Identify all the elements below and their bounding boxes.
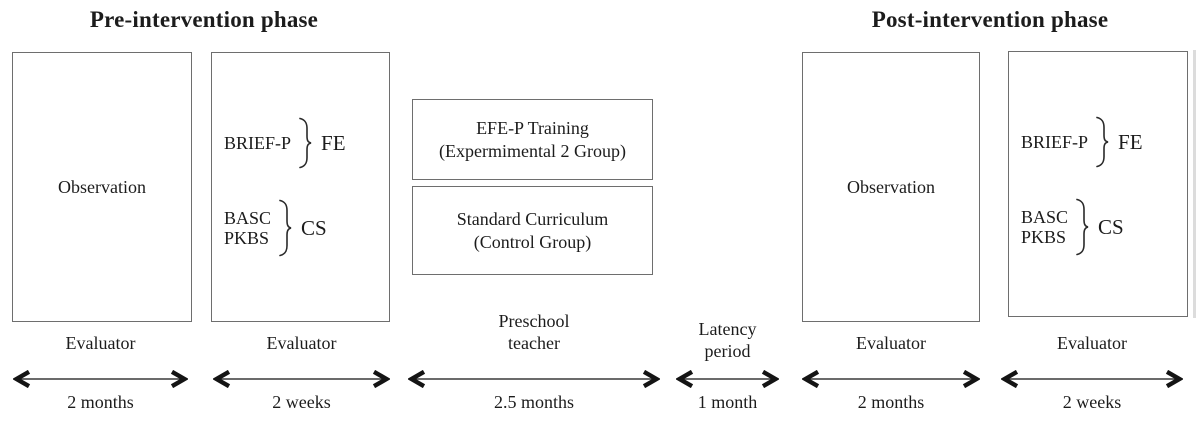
pre-fe-measure-group: BRIEF-P FE <box>224 117 346 169</box>
post-observation-box: Observation <box>802 52 980 322</box>
pre-basc-pkbs-labels: BASC PKBS <box>224 208 271 248</box>
actor-label: Evaluator <box>856 333 926 353</box>
timeline-segment-pre-observation: Evaluator 2 months <box>13 302 188 428</box>
actor-label: Preschool teacher <box>408 310 660 354</box>
page-edge-artifact <box>1193 50 1196 318</box>
post-pkbs-label: PKBS <box>1021 227 1067 247</box>
duration-label: 1 month <box>697 392 758 412</box>
post-basc-label: BASC <box>1021 207 1069 227</box>
pre-observation-label: Observation <box>58 176 146 197</box>
duration-label: 2 months <box>857 392 925 412</box>
training-line1: EFE-P Training <box>476 117 589 138</box>
actor-line2: teacher <box>508 333 560 353</box>
pre-cs-label: CS <box>301 215 327 240</box>
post-cs-measure-group: BASC PKBS CS <box>1021 198 1124 256</box>
post-observation-label: Observation <box>847 176 935 197</box>
timeline-segment-post-assessment: Evaluator 2 weeks <box>1001 302 1183 428</box>
post-basc-pkbs-labels: BASC PKBS <box>1021 207 1068 247</box>
duration-label: 2 months <box>67 392 134 412</box>
double-headed-arrow-icon <box>13 370 188 388</box>
pre-pkbs-label: PKBS <box>224 228 270 248</box>
double-headed-arrow-icon <box>213 370 390 388</box>
actor-line1: Latency <box>698 319 757 339</box>
curly-brace-icon <box>1096 116 1109 168</box>
timeline-segment-post-observation: Evaluator 2 months <box>802 302 980 428</box>
control-line2: (Control Group) <box>473 231 592 252</box>
post-fe-measure-group: BRIEF-P FE <box>1021 116 1143 168</box>
pre-cs-measure-group: BASC PKBS CS <box>224 199 327 257</box>
control-line1: Standard Curriculum <box>456 208 609 229</box>
timeline-segment-latency: Latency period 1 month <box>676 302 779 428</box>
double-headed-arrow-icon <box>676 370 779 388</box>
pre-brief-p-label: BRIEF-P <box>224 132 292 153</box>
pre-basc-label: BASC <box>224 208 272 228</box>
post-fe-label: FE <box>1118 129 1143 154</box>
timeline-segment-intervention: Preschool teacher 2.5 months <box>408 302 660 428</box>
post-brief-p-label: BRIEF-P <box>1021 131 1089 152</box>
duration-label: 2 weeks <box>272 392 331 412</box>
curly-brace-icon <box>1076 198 1089 256</box>
actor-label: Evaluator <box>65 333 136 353</box>
actor-line1: Preschool <box>498 311 570 331</box>
actor-label: Latency period <box>676 318 779 362</box>
actor-line2: period <box>704 341 751 361</box>
pre-fe-label: FE <box>321 130 346 155</box>
timeline-segment-pre-assessment: Evaluator 2 weeks <box>213 302 390 428</box>
post-intervention-phase-title: Post-intervention phase <box>871 7 1109 32</box>
double-headed-arrow-icon <box>408 370 660 388</box>
actor-label: Evaluator <box>266 333 337 353</box>
pre-observation-box: Observation <box>12 52 192 322</box>
double-headed-arrow-icon <box>1001 370 1183 388</box>
training-line2: (Expermimental 2 Group) <box>439 140 626 161</box>
post-assessment-box: BRIEF-P FE BASC PKBS CS <box>1008 51 1188 317</box>
pre-intervention-phase-title: Pre-intervention phase <box>89 7 319 32</box>
post-cs-label: CS <box>1098 214 1124 239</box>
curly-brace-icon <box>299 117 312 169</box>
efe-p-training-box: EFE-P Training (Expermimental 2 Group) <box>412 99 653 180</box>
actor-label: Evaluator <box>1057 333 1127 353</box>
standard-curriculum-box: Standard Curriculum (Control Group) <box>412 186 653 275</box>
double-headed-arrow-icon <box>802 370 980 388</box>
pre-assessment-box: BRIEF-P FE BASC PKBS CS <box>211 52 390 322</box>
curly-brace-icon <box>279 199 292 257</box>
duration-label: 2.5 months <box>493 392 574 412</box>
duration-label: 2 weeks <box>1062 392 1122 412</box>
